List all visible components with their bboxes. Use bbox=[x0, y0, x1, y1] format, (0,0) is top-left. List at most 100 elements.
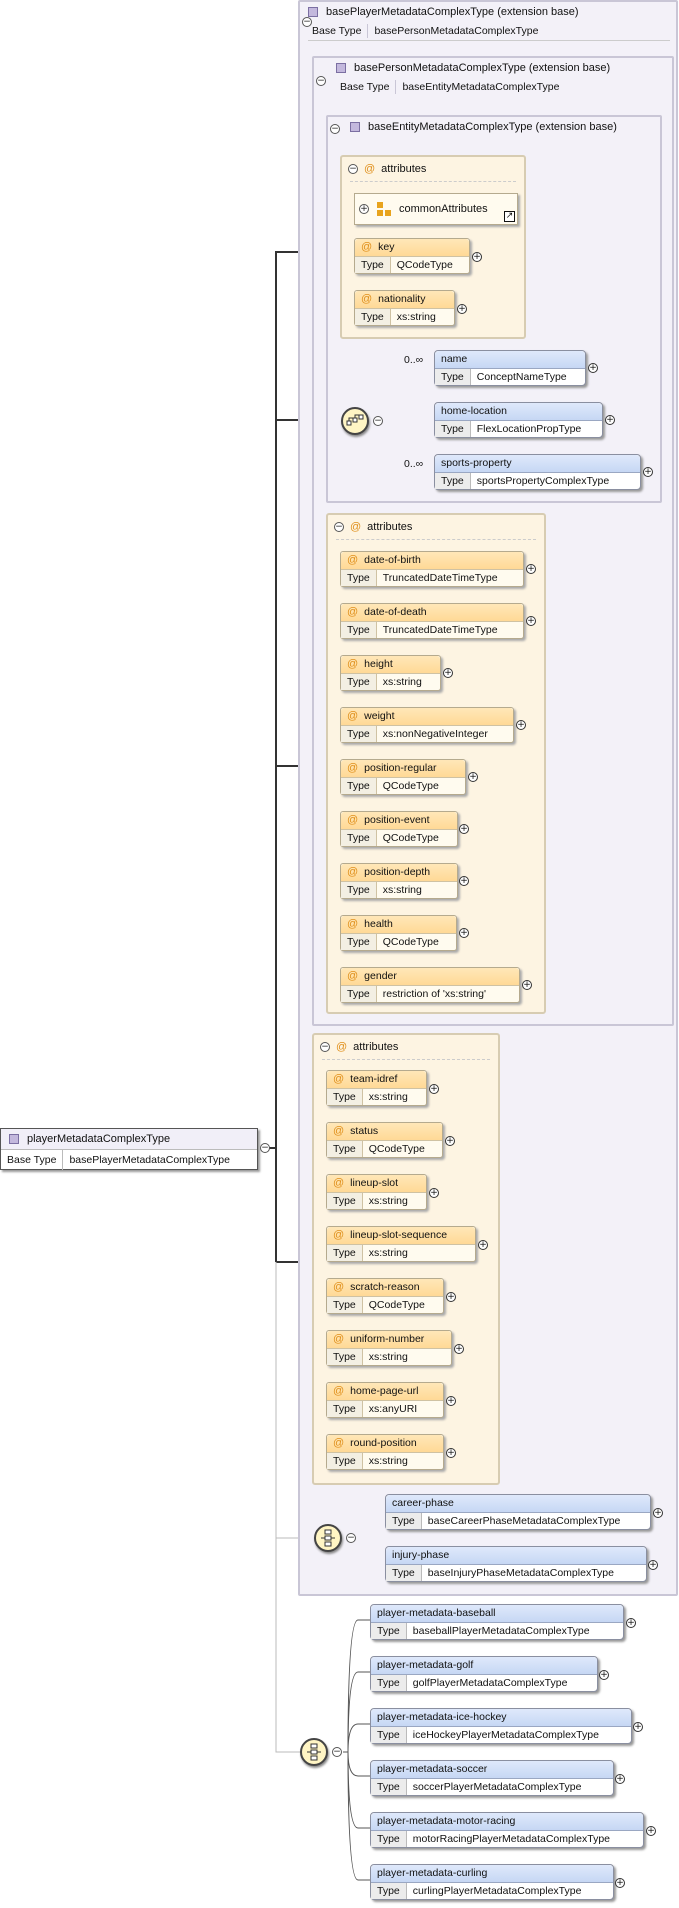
attribute-icon: @ bbox=[333, 1437, 345, 1449]
element-sports-property-expand[interactable]: + bbox=[643, 467, 653, 477]
choice-icon bbox=[307, 1743, 321, 1761]
attr-weight-expand[interactable]: + bbox=[516, 720, 526, 730]
player-attributes-toggle[interactable]: − bbox=[320, 1042, 330, 1052]
element-player-metadata-golf-expand[interactable]: + bbox=[599, 1670, 609, 1680]
root-complex-type[interactable]: playerMetadataComplexType Base Type base… bbox=[0, 1128, 258, 1170]
attr-round-position-expand[interactable]: + bbox=[446, 1448, 456, 1458]
name-occurrence: 0..∞ bbox=[404, 354, 424, 366]
attribute-icon: @ bbox=[347, 866, 359, 878]
person-attributes-title: attributes bbox=[367, 521, 413, 533]
complex-type-icon bbox=[350, 122, 360, 132]
entity-attributes-toggle[interactable]: − bbox=[348, 164, 358, 174]
common-attributes-expand[interactable]: + bbox=[359, 204, 369, 214]
attribute-icon: @ bbox=[333, 1229, 345, 1241]
root-base-type: basePlayerMetadataComplexType bbox=[69, 1154, 230, 1166]
ext-base-entity-toggle[interactable]: − bbox=[330, 124, 340, 134]
sequence-compositor[interactable] bbox=[341, 407, 369, 435]
reference-link-icon[interactable]: ↗ bbox=[504, 211, 515, 222]
attribute-icon: @ bbox=[347, 606, 359, 618]
element-player-metadata-motor-racing-expand[interactable]: + bbox=[646, 1826, 656, 1836]
attr-status-expand[interactable]: + bbox=[445, 1136, 455, 1146]
element-player-metadata-curling-expand[interactable]: + bbox=[615, 1878, 625, 1888]
attribute-icon: @ bbox=[347, 970, 359, 982]
attr-lineup-slot-expand[interactable]: + bbox=[429, 1188, 439, 1198]
attr-nationality-expand[interactable]: + bbox=[457, 304, 467, 314]
ext-base-player-toggle[interactable]: − bbox=[302, 17, 312, 27]
complex-type-icon bbox=[308, 7, 318, 17]
attr-position-regular-expand[interactable]: + bbox=[468, 772, 478, 782]
element-home-location-expand[interactable]: + bbox=[605, 415, 615, 425]
sport-choice-toggle[interactable]: − bbox=[332, 1747, 342, 1757]
attr-lineup-slot-sequence-expand[interactable]: + bbox=[478, 1240, 488, 1250]
attribute-icon: @ bbox=[347, 762, 359, 774]
attr-health-expand[interactable]: + bbox=[459, 928, 469, 938]
element-player-metadata-soccer-expand[interactable]: + bbox=[615, 1774, 625, 1784]
ext-base-player-type: basePersonMetadataComplexType bbox=[374, 25, 539, 37]
sequence-toggle[interactable]: − bbox=[373, 416, 383, 426]
element-career-phase-expand[interactable]: + bbox=[653, 1508, 663, 1518]
common-attributes-ref[interactable]: + commonAttributes ↗ bbox=[354, 193, 518, 225]
attr-team-idref-expand[interactable]: + bbox=[429, 1084, 439, 1094]
ext-base-person-toggle[interactable]: − bbox=[316, 76, 326, 86]
attribute-icon: @ bbox=[333, 1333, 345, 1345]
root-type-name: playerMetadataComplexType bbox=[27, 1133, 171, 1145]
person-attributes-toggle[interactable]: − bbox=[334, 522, 344, 532]
element-player-metadata-ice-hockey-expand[interactable]: + bbox=[633, 1722, 643, 1732]
attr-uniform-number-expand[interactable]: + bbox=[454, 1344, 464, 1354]
attribute-icon: @ bbox=[336, 1041, 348, 1053]
attr-position-event-expand[interactable]: + bbox=[459, 824, 469, 834]
attr-position-depth-expand[interactable]: + bbox=[459, 876, 469, 886]
attr-date-of-birth-expand[interactable]: + bbox=[526, 564, 536, 574]
root-collapse-toggle[interactable]: − bbox=[260, 1143, 270, 1153]
entity-attributes-title: attributes bbox=[381, 163, 427, 175]
attr-date-of-death-expand[interactable]: + bbox=[526, 616, 536, 626]
element-injury-phase-expand[interactable]: + bbox=[648, 1560, 658, 1570]
root-base-type-label: Base Type bbox=[1, 1150, 64, 1170]
attr-home-page-url-expand[interactable]: + bbox=[446, 1396, 456, 1406]
element-player-metadata-baseball-expand[interactable]: + bbox=[626, 1618, 636, 1628]
phase-choice-toggle[interactable]: − bbox=[346, 1533, 356, 1543]
attr-height-expand[interactable]: + bbox=[443, 668, 453, 678]
choice-icon bbox=[321, 1529, 335, 1547]
attr-scratch-reason-expand[interactable]: + bbox=[446, 1292, 456, 1302]
element-name-expand[interactable]: + bbox=[588, 363, 598, 373]
attribute-icon: @ bbox=[361, 241, 373, 253]
attribute-icon: @ bbox=[333, 1125, 345, 1137]
phase-choice-compositor[interactable] bbox=[314, 1524, 342, 1552]
sport-choice-compositor[interactable] bbox=[300, 1738, 328, 1766]
ext-base-person-type-label: Base Type bbox=[334, 80, 397, 94]
attr-key-expand[interactable]: + bbox=[472, 252, 482, 262]
attr-gender-expand[interactable]: + bbox=[522, 980, 532, 990]
sequence-icon bbox=[346, 414, 364, 426]
